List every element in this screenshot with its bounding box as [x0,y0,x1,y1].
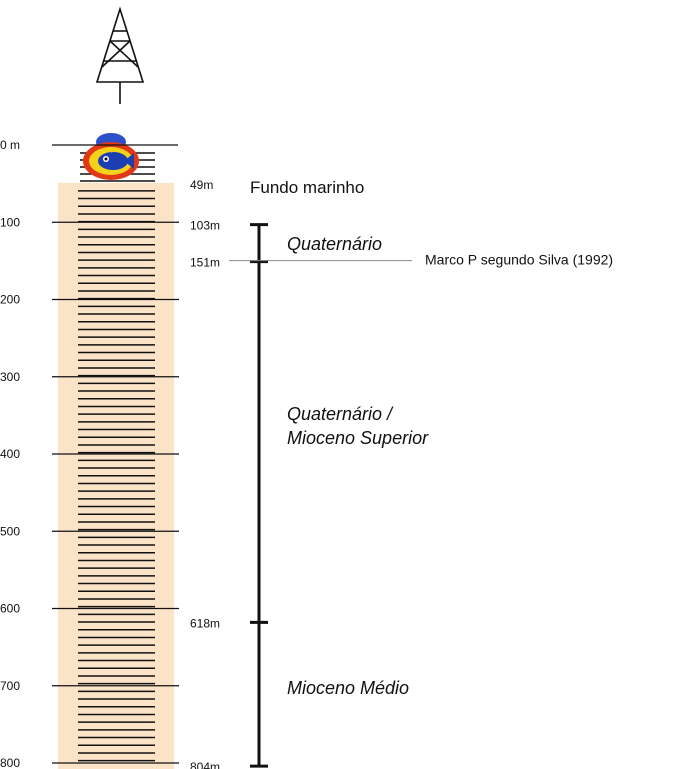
depth-tick-label: 0 m [0,138,20,152]
unit-label-line: Mioceno Superior [287,428,429,448]
depth-tick-label: 400 [0,447,20,461]
depth-tick-label: 700 [0,679,20,693]
unit-label-line: Quaternário / [287,404,394,424]
depth-tick-label: 500 [0,524,20,538]
depth-tick-label: 800 [0,756,20,769]
timeline-marker-label: 103m [190,219,220,233]
timeline-marker-label: 804m [190,760,220,769]
depth-tick-label: 300 [0,370,20,384]
unit-label-line: Mioceno Médio [287,678,409,698]
timeline-marker-label: 618m [190,616,220,630]
seafloor-label: Fundo marinho [250,178,364,197]
depth-tick-label: 600 [0,602,20,616]
depth-tick-label: 200 [0,293,20,307]
sediment-column-lines [78,190,155,762]
depth-tick-label: 100 [0,215,20,229]
drilling-derrick-icon [95,6,145,104]
marker-p-note: Marco P segundo Silva (1992) [425,252,613,268]
timeline-markers: 103m 151m 618m 804m [190,219,268,769]
fish-icon [83,133,139,180]
unit-label-mioceno-medio: Mioceno Médio [287,678,409,698]
unit-label-line: Quaternário [287,234,382,254]
timeline-marker-label: 151m [190,256,220,270]
unit-label-quaternario-mioceno-superior: Quaternário / Mioceno Superior [287,404,429,448]
depth-axis: 0 m 100 200 300 400 500 600 700 800 [0,138,179,769]
seafloor-depth-label: 49m [190,178,213,192]
unit-label-quaternario: Quaternário [287,234,382,254]
